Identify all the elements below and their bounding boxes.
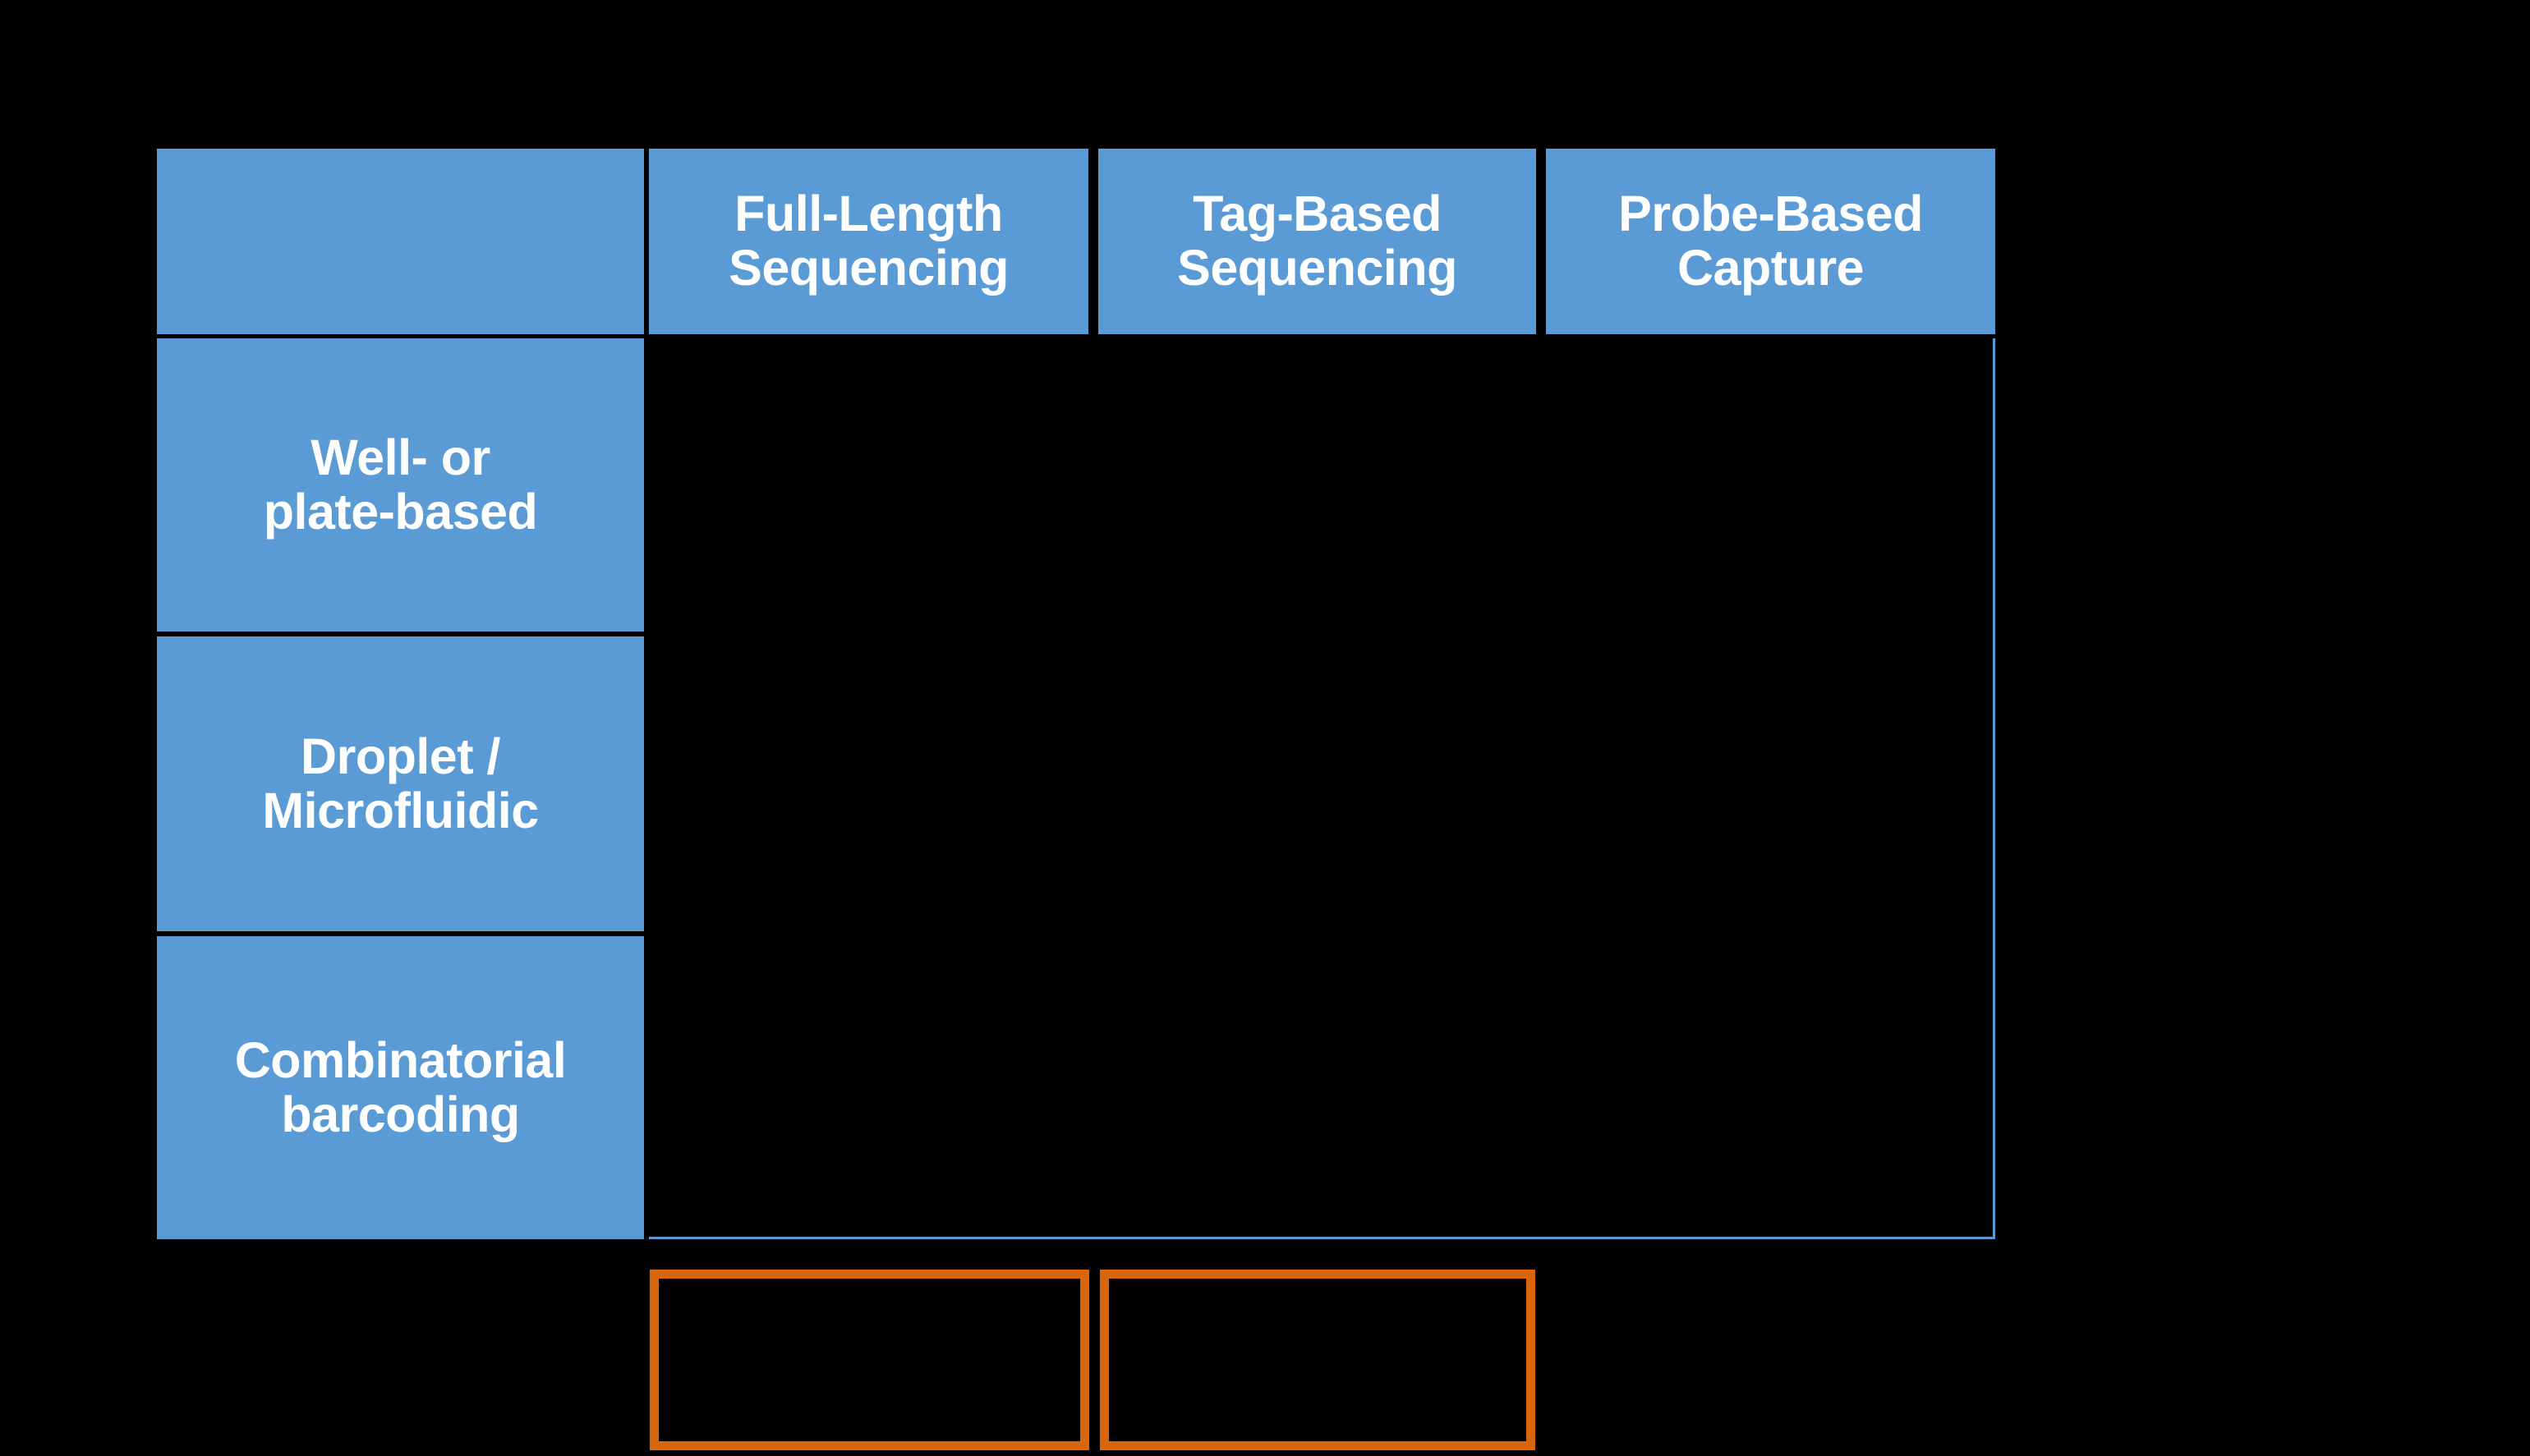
matrix-cell-r0c0[interactable] xyxy=(649,338,1098,636)
row-label-text: Droplet /Microfluidic xyxy=(262,728,539,838)
row-label-droplet-microfluidic[interactable]: Droplet /Microfluidic xyxy=(157,636,649,936)
matrix-cell-r0c1[interactable] xyxy=(1098,338,1546,636)
matrix-cell-r1c0[interactable] xyxy=(649,636,1098,936)
matrix-cell-r1c2[interactable] xyxy=(1546,636,1995,936)
matrix-body-region xyxy=(649,338,1995,1239)
matrix-cell-r1c1[interactable] xyxy=(1098,636,1546,936)
callout-box-left[interactable] xyxy=(650,1270,1089,1450)
matrix-cell-r2c2[interactable] xyxy=(1546,936,1995,1239)
matrix-cell-r0c2[interactable] xyxy=(1546,338,1995,636)
matrix-corner-cell xyxy=(157,149,649,338)
matrix-cell-r2c0[interactable] xyxy=(649,936,1098,1239)
callout-box-right[interactable] xyxy=(1100,1270,1535,1450)
matrix-cell-r2c1[interactable] xyxy=(1098,936,1546,1239)
